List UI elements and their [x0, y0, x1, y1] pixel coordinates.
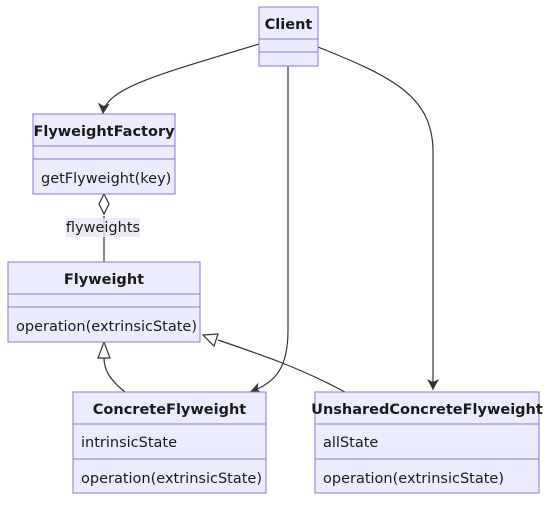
class-unshared-concrete-flyweight-method: operation(extrinsicState)	[323, 471, 504, 487]
class-unshared-concrete-flyweight-attribute: allState	[323, 435, 378, 451]
edge-client-to-unshared	[317, 46, 439, 390]
edge-client-to-concrete	[249, 66, 289, 394]
edge-client-to-factory	[97, 43, 260, 115]
edge-concrete-inherits-flyweight	[103, 357, 126, 393]
class-concrete-flyweight-attribute: intrinsicState	[81, 435, 177, 451]
edge-unshared-inherits-flyweight	[217, 339, 346, 393]
aggregation-label: flyweights	[66, 220, 140, 236]
class-flyweight-factory-method: getFlyweight(key)	[41, 171, 171, 187]
class-flyweight-factory-name: FlyweightFactory	[33, 124, 175, 140]
class-client: Client	[258, 6, 319, 67]
class-flyweight-method: operation(extrinsicState)	[16, 319, 197, 335]
class-concrete-flyweight-method: operation(extrinsicState)	[81, 471, 262, 487]
class-concrete-flyweight-name: ConcreteFlyweight	[93, 402, 247, 418]
inheritance-triangle-concrete	[97, 340, 111, 359]
class-unshared-concrete-flyweight: UnsharedConcreteFlyweight allState opera…	[311, 391, 543, 494]
class-client-name: Client	[265, 17, 313, 33]
class-unshared-concrete-flyweight-name: UnsharedConcreteFlyweight	[311, 402, 543, 418]
class-flyweight-factory: FlyweightFactory getFlyweight(key)	[32, 113, 176, 195]
aggregation-label-bg	[66, 218, 140, 237]
class-flyweight-name: Flyweight	[64, 272, 144, 288]
inheritance-triangle-unshared	[201, 333, 219, 348]
class-concrete-flyweight: ConcreteFlyweight intrinsicState operati…	[72, 391, 267, 494]
class-flyweight: Flyweight operation(extrinsicState)	[7, 261, 201, 343]
aggregation-diamond	[98, 192, 110, 216]
